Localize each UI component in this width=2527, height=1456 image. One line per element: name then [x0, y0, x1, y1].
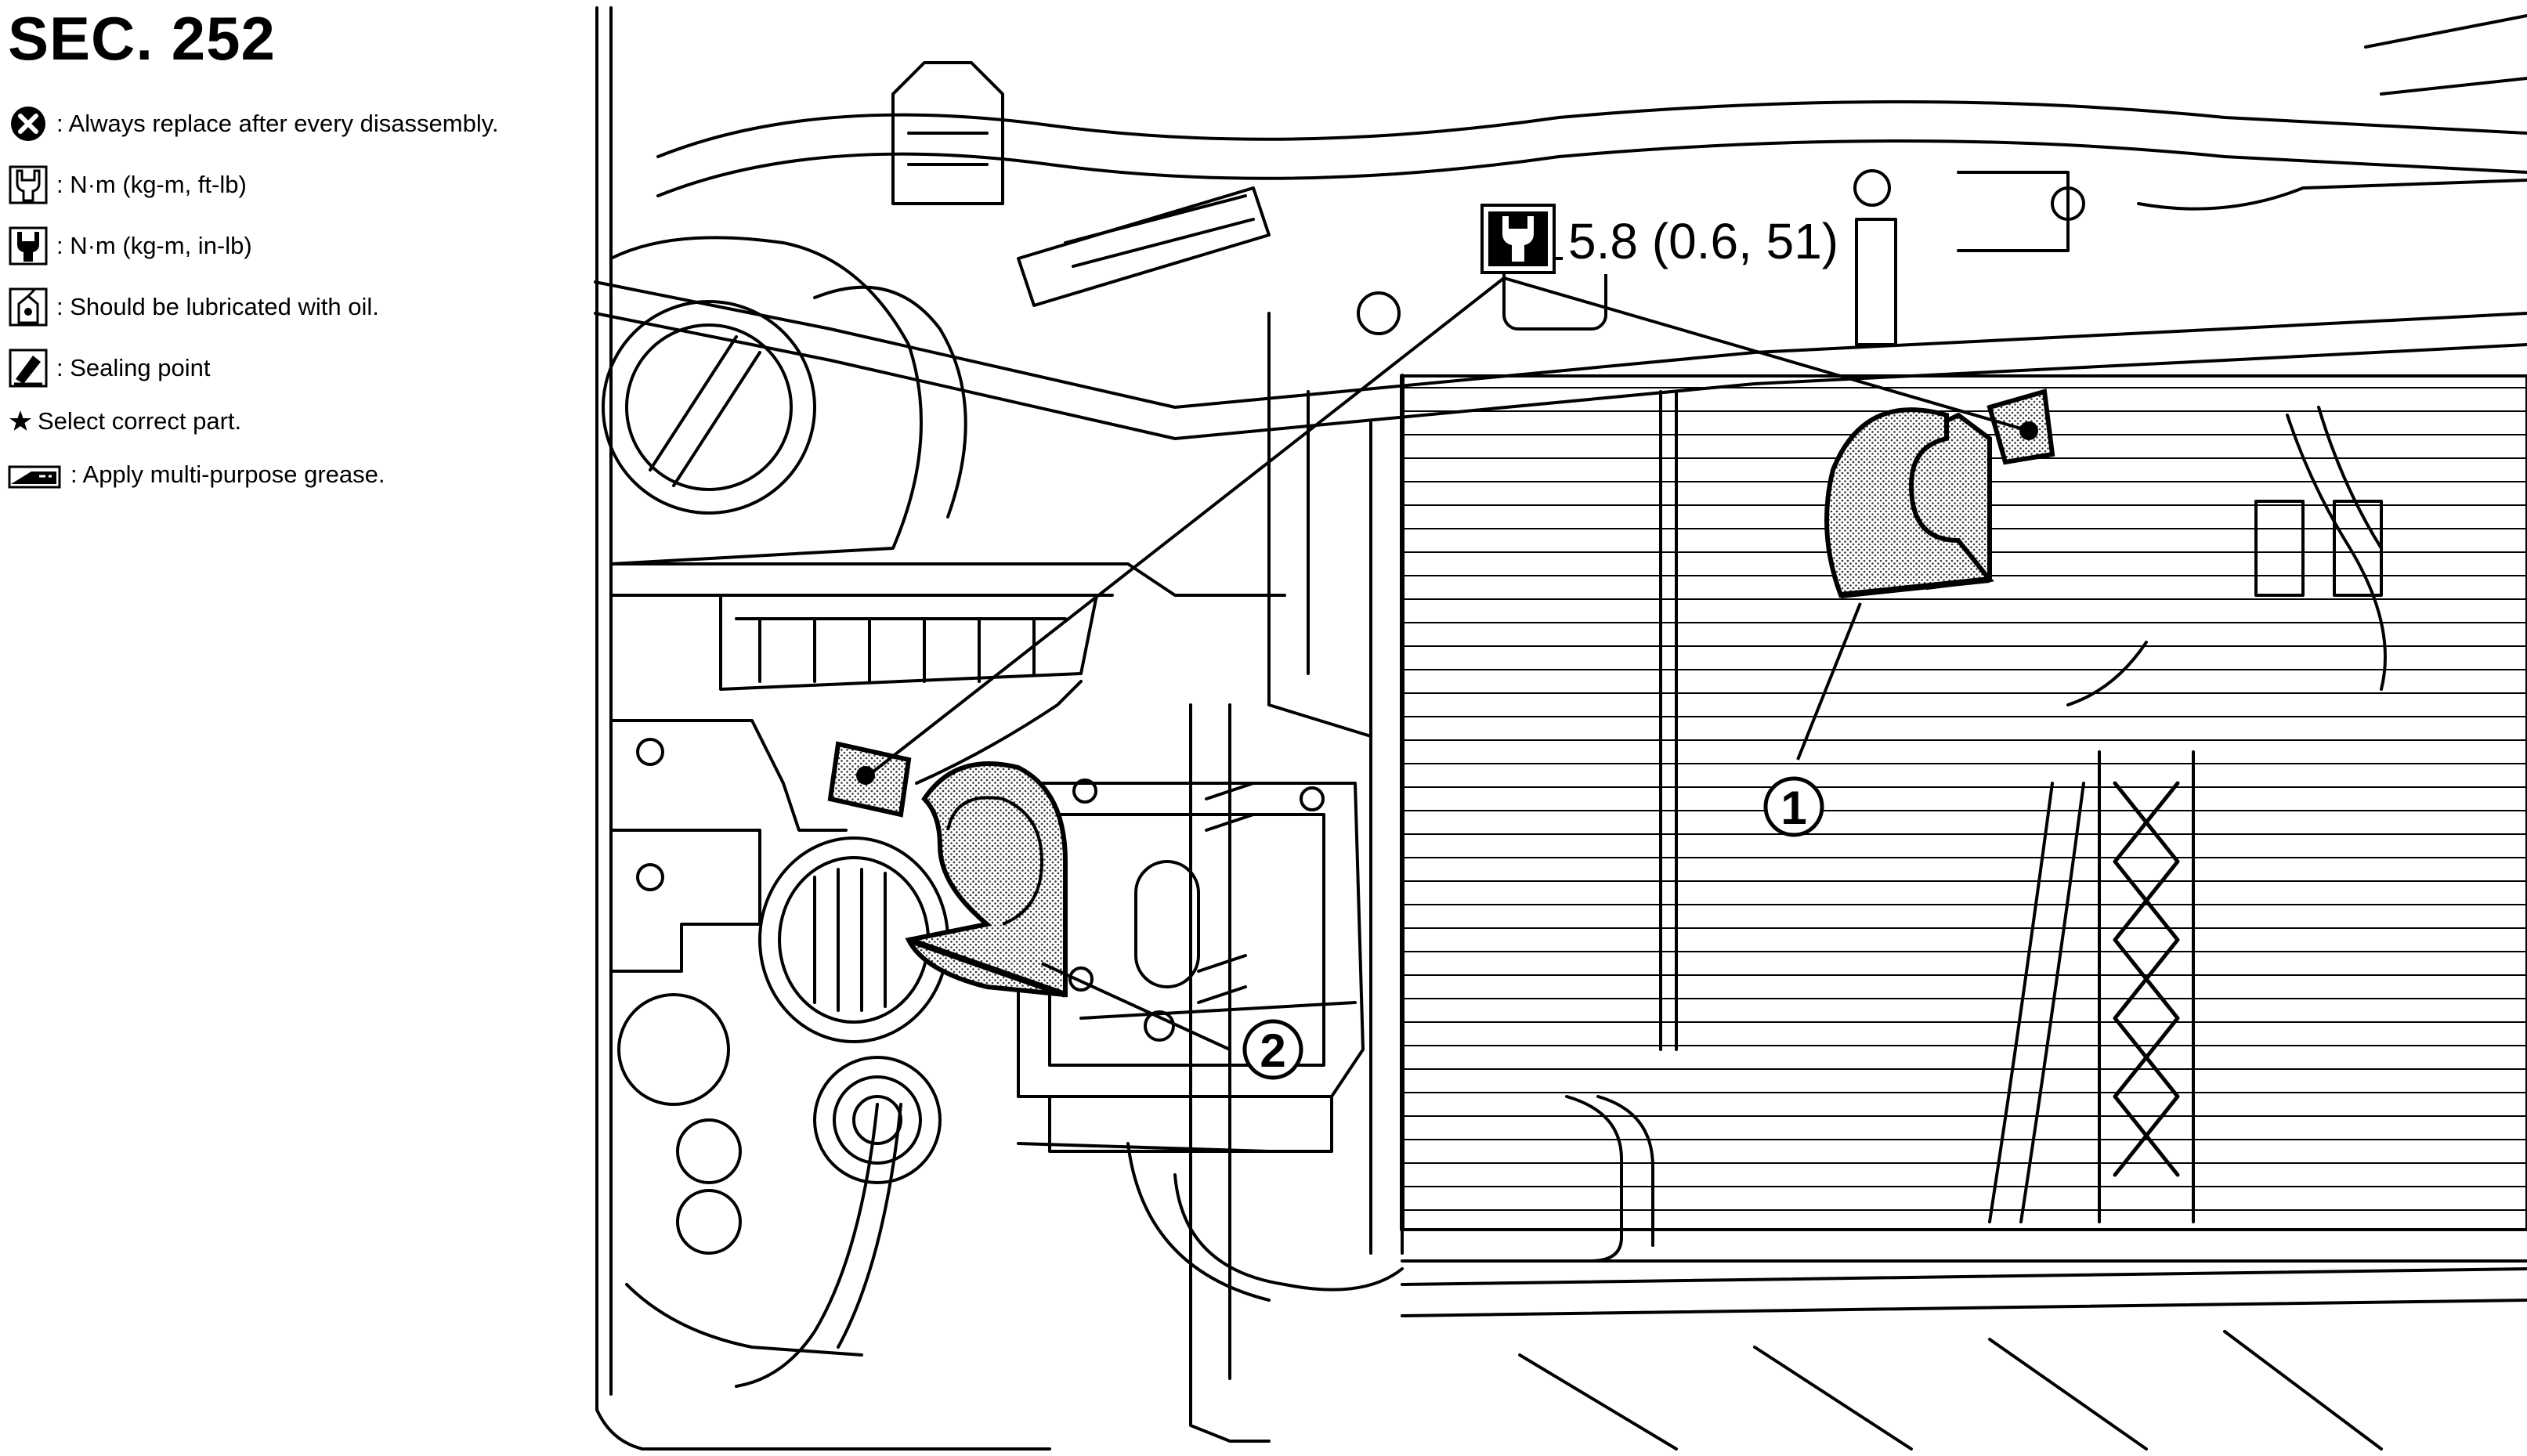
leader-torque-horn-1 [1503, 276, 2030, 432]
leader-callout-1 [1796, 602, 1862, 761]
legend-text: : N·m (kg-m, in-lb) [56, 232, 252, 259]
legend-item-torque-inlb: : N·m (kg-m, in-lb) [8, 224, 252, 268]
wiring-harness [2286, 414, 2387, 691]
torque-wrench-inlb-icon [8, 226, 49, 266]
callout-1: 1 [1763, 776, 1824, 837]
legend-text: : N·m (kg-m, ft-lb) [56, 171, 247, 198]
legend-item-select: Select correct part. [8, 399, 241, 443]
torque-spec-label: 5.8 (0.6, 51) [1480, 204, 1838, 274]
headlamp-lens [602, 300, 816, 515]
legend-text: : Sealing point [56, 354, 211, 381]
hose-left [735, 1103, 879, 1388]
leader-callout-2 [1041, 962, 1231, 1051]
grease-icon [8, 454, 63, 495]
sealing-point-icon [8, 348, 49, 388]
legend-item-torque-ftlb: : N·m (kg-m, ft-lb) [8, 163, 247, 207]
legend-item-replace: : Always replace after every disassembly… [8, 102, 499, 146]
horn-high [1824, 388, 2055, 598]
condenser-pipe [1401, 1267, 2527, 1317]
legend-item-sealing: : Sealing point [8, 346, 210, 390]
callout-2-number: 2 [1260, 1024, 1285, 1077]
section-title: SEC. 252 [8, 4, 276, 73]
leader-torque-horn-2 [872, 276, 1506, 773]
callout-2: 2 [1242, 1019, 1303, 1080]
torque-wrench-ftlb-icon [8, 164, 49, 205]
horn-2-body [905, 761, 1068, 998]
diagram-canvas: 5.8 (0.6, 51) 1 2 [594, 6, 2527, 1451]
horn-1-body [1824, 407, 1994, 598]
horn-installation-diagram: 5.8 (0.6, 51) 1 2 [580, 0, 2527, 1456]
star-icon [8, 401, 33, 442]
legend-text: Select correct part. [38, 407, 242, 435]
hose-centre [1173, 1173, 1404, 1292]
circle-x-icon [8, 103, 49, 144]
legend-text: : Always replace after every disassembly… [56, 110, 499, 137]
legend-item-oil: : Should be lubricated with oil. [8, 285, 379, 329]
torque-spec-value: 5.8 (0.6, 51) [1568, 213, 1838, 269]
legend-text: : Apply multi-purpose grease. [70, 461, 385, 488]
torque-leaders [872, 276, 2030, 773]
callout-1-number: 1 [1780, 782, 1806, 834]
legend-item-grease: : Apply multi-purpose grease. [8, 453, 385, 497]
horn-low [827, 741, 1068, 998]
oil-can-icon [8, 287, 49, 327]
legend-text: : Should be lubricated with oil. [56, 293, 379, 320]
hood-lock-bracket [1017, 782, 1365, 1098]
